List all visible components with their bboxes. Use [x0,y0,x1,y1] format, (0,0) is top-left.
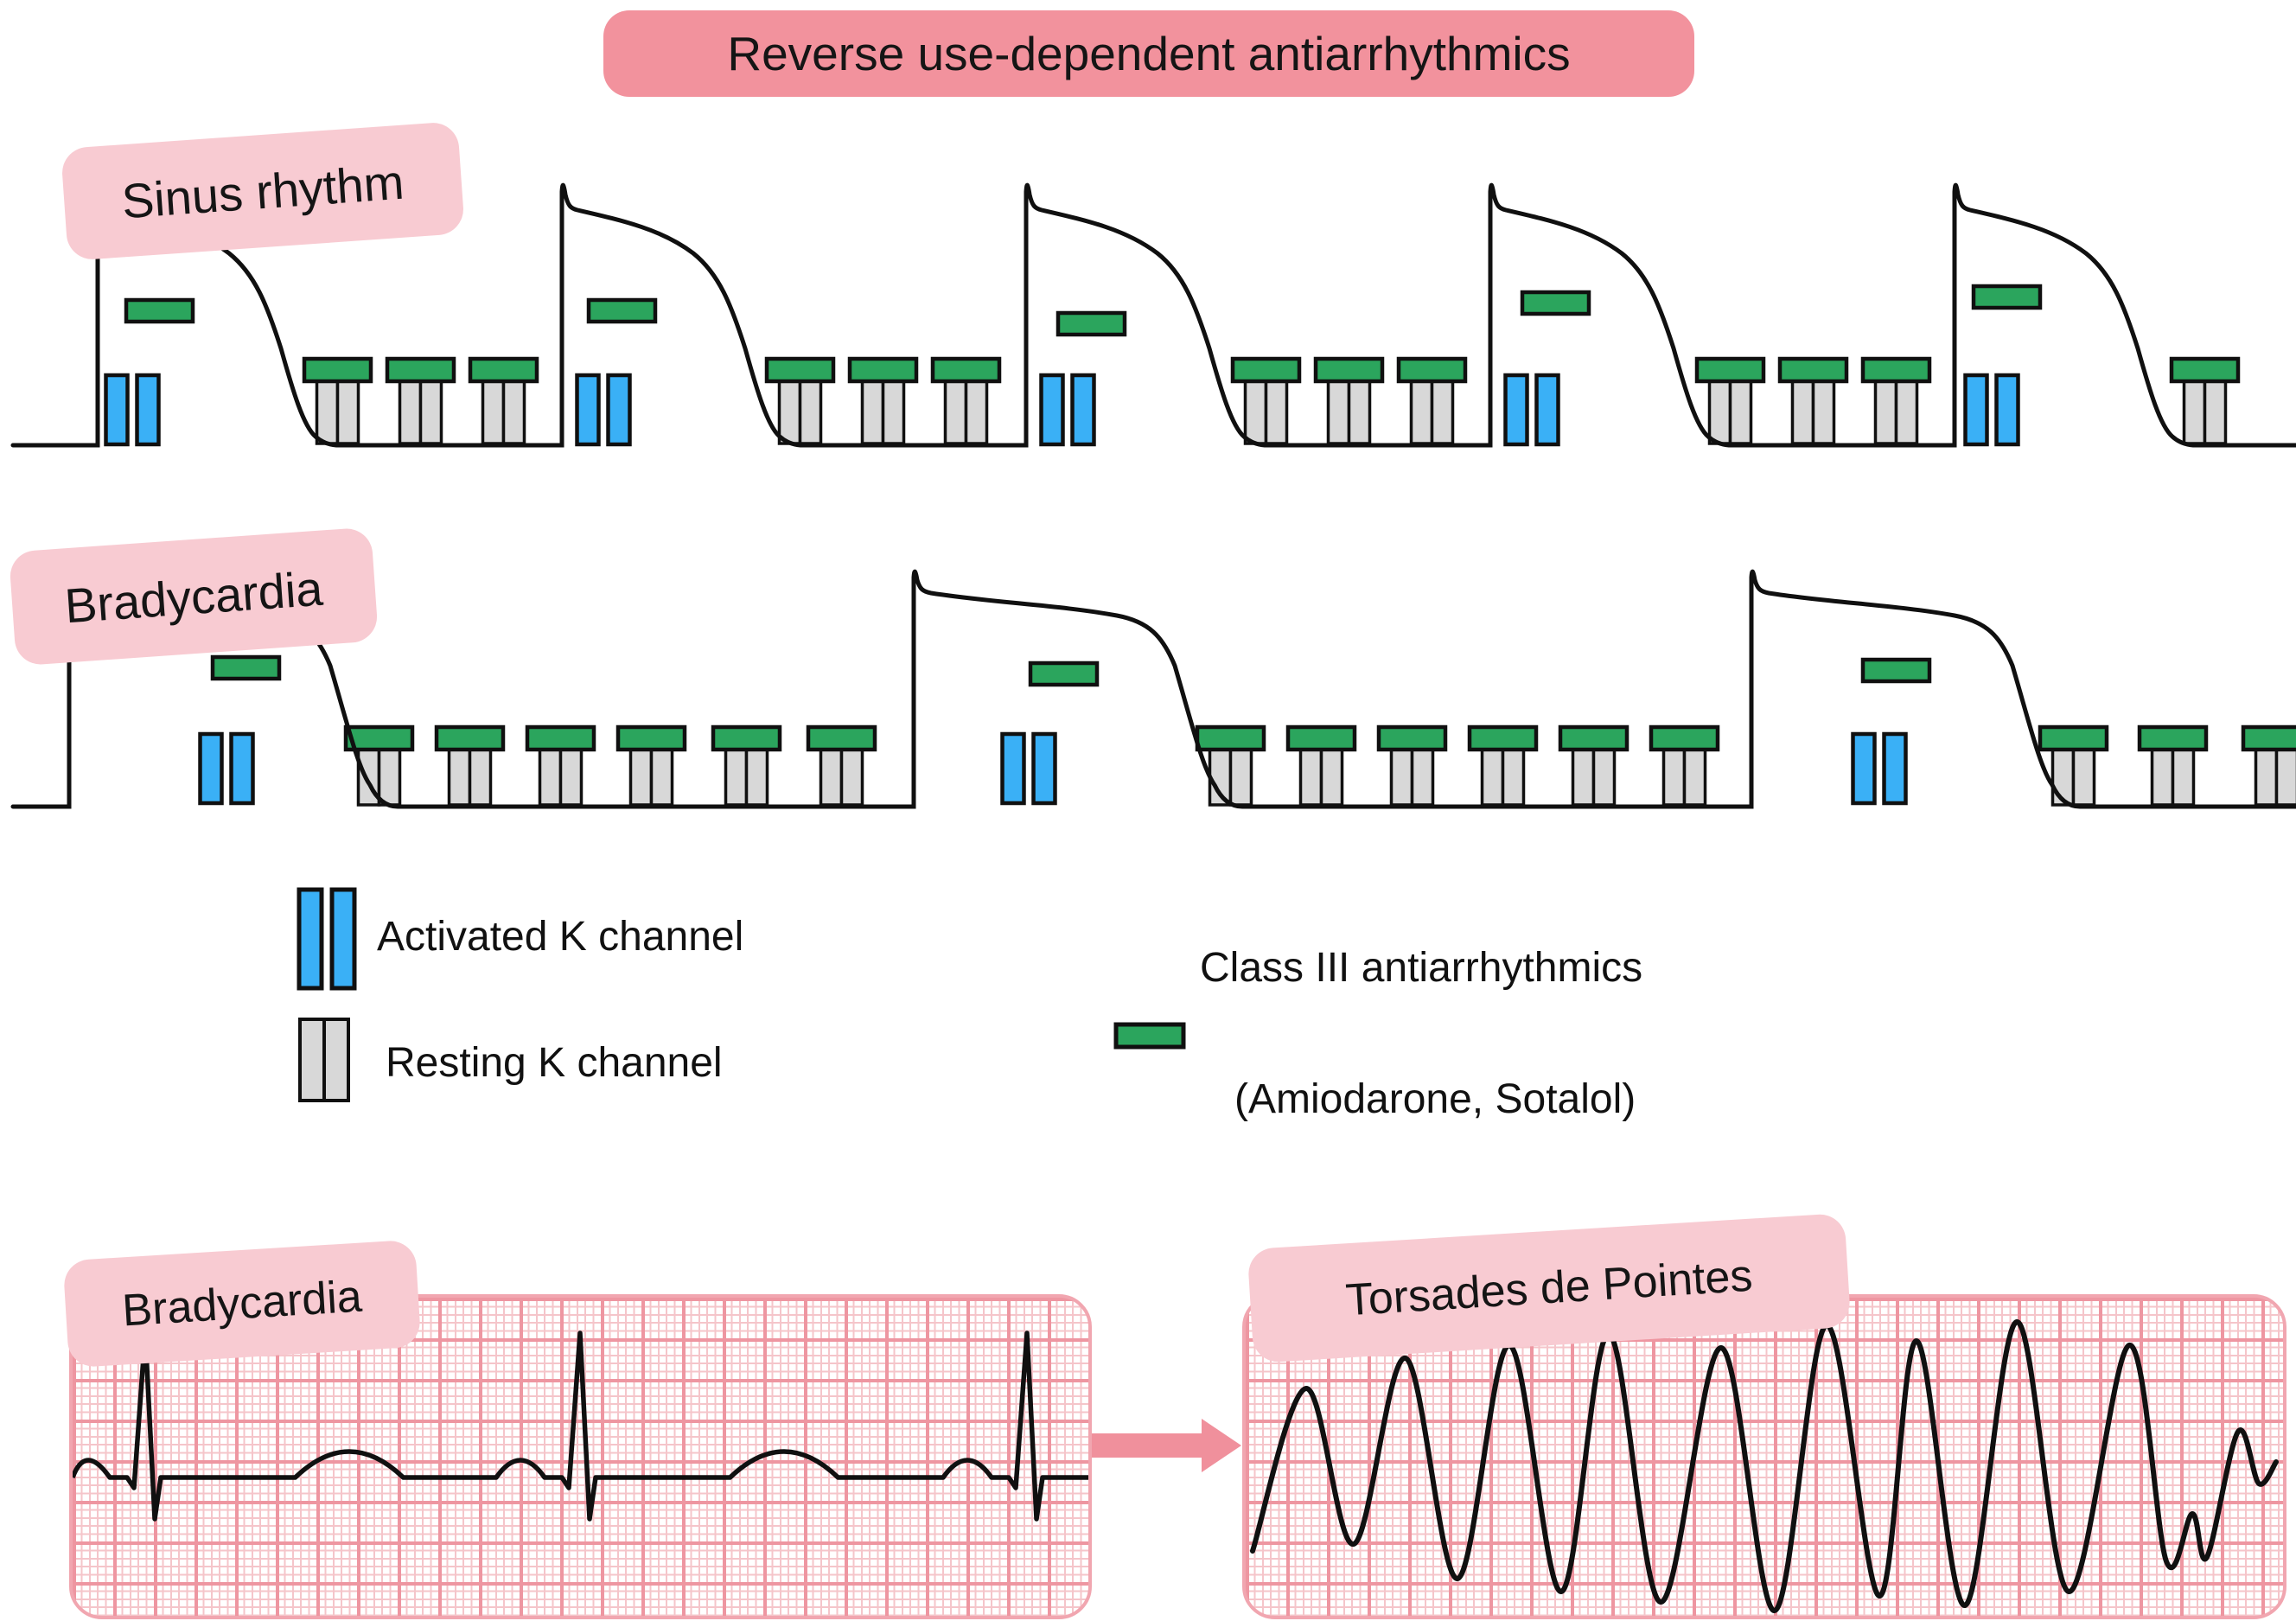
torsades-ecg-trace [1250,1318,2279,1614]
resting-k-channel [1285,724,1357,807]
free-drug-bar [1028,661,1100,687]
bound-drug-cap [847,356,919,384]
resting-k-channel [343,724,415,807]
activated-k-channel [104,373,161,447]
bradycardia-ecg-badge: Bradycardia [62,1239,422,1369]
resting-k-channel-icon [298,1018,350,1102]
bound-drug-cap [1777,356,1849,384]
free-drug-bar [1971,284,2043,310]
row-brady [10,569,2296,809]
bound-drug-cap [615,724,687,752]
resting-k-channel [468,356,539,445]
activated-k-channel [575,373,632,447]
bound-drug-cap [2137,724,2209,752]
activated-k-channel-icon [297,887,357,991]
legend-activated-label: Activated K channel [377,914,744,960]
activated-k-channel [1851,731,1908,806]
resting-k-channel [806,724,877,807]
resting-k-channel [1694,356,1766,445]
activated-k-channel [1000,731,1057,806]
bound-drug-cap [468,356,539,384]
resting-k-channel [1558,724,1630,807]
resting-k-channel [1396,356,1468,445]
activated-k-channel [1503,373,1560,447]
resting-k-channel [525,724,596,807]
action-potential-curve [10,182,2296,448]
bound-drug-cap [1396,356,1468,384]
resting-k-channel [2038,724,2109,807]
row-sinus [10,182,2296,448]
free-drug-bar [124,297,195,324]
resting-k-channel [2241,724,2296,807]
legend-class3-line1: Class III antiarrhythmics [1200,945,1643,991]
bound-drug-cap [1694,356,1766,384]
resting-k-channel [1313,356,1385,445]
bound-drug-cap [434,724,506,752]
resting-k-channel [1777,356,1849,445]
resting-k-channel [1467,724,1539,807]
title-label: Reverse use-dependent antiarrhythmics [727,27,1571,80]
torsades-label: Torsades de Pointes [1344,1250,1754,1326]
resting-k-channel [1649,724,1720,807]
free-drug-bar [586,297,658,324]
bound-drug-cap [1195,724,1266,752]
free-drug-bar [1860,657,1932,684]
bound-drug-cap [525,724,596,752]
title-badge: Reverse use-dependent antiarrhythmics [603,10,1694,97]
bound-drug-cap [764,356,836,384]
bound-drug-cap [1558,724,1630,752]
bound-drug-cap [930,356,1002,384]
resting-k-channel [847,356,919,445]
bradycardia-ecg-trace [73,1331,1088,1522]
resting-k-channel [711,724,782,807]
bound-drug-cap [1313,356,1385,384]
resting-k-channel [1376,724,1448,807]
resting-k-channel [930,356,1002,445]
bradycardia-ecg-label: Bradycardia [120,1271,364,1337]
resting-k-channel [1195,724,1266,807]
bound-drug-cap [711,724,782,752]
resting-k-channel [2137,724,2209,807]
bound-drug-cap [1649,724,1720,752]
bound-drug-cap [1467,724,1539,752]
bound-drug-cap [1860,356,1932,384]
activated-k-channel [198,731,255,806]
bound-drug-cap [1230,356,1302,384]
resting-k-channel [434,724,506,807]
bound-drug-cap [806,724,877,752]
bradycardia-row-label: Bradycardia [62,560,325,633]
sinus-rhythm-label: Sinus rhythm [119,154,406,228]
free-drug-bar [1520,290,1591,316]
bound-drug-cap [343,724,415,752]
arrow-icon [1087,1419,1241,1472]
bound-drug-cap [385,356,456,384]
resting-k-channel [385,356,456,445]
activated-k-channel [1039,373,1096,447]
resting-k-channel [1230,356,1302,445]
bound-drug-cap [302,356,373,384]
bound-drug-cap [2038,724,2109,752]
resting-k-channel [2169,356,2241,445]
bound-drug-cap [1285,724,1357,752]
legend-resting-label: Resting K channel [386,1040,723,1086]
resting-k-channel [615,724,687,807]
resting-k-channel [1860,356,1932,445]
resting-k-channel [302,356,373,445]
legend-class3-line2: (Amiodarone, Sotalol) [1234,1076,1636,1122]
bound-drug-cap [2241,724,2296,752]
class3-drug-icon [1113,1022,1186,1050]
free-drug-bar [1056,310,1127,337]
bound-drug-cap [2169,356,2241,384]
bound-drug-cap [1376,724,1448,752]
free-drug-bar [210,654,282,681]
activated-k-channel [1963,373,2020,447]
resting-k-channel [764,356,836,445]
